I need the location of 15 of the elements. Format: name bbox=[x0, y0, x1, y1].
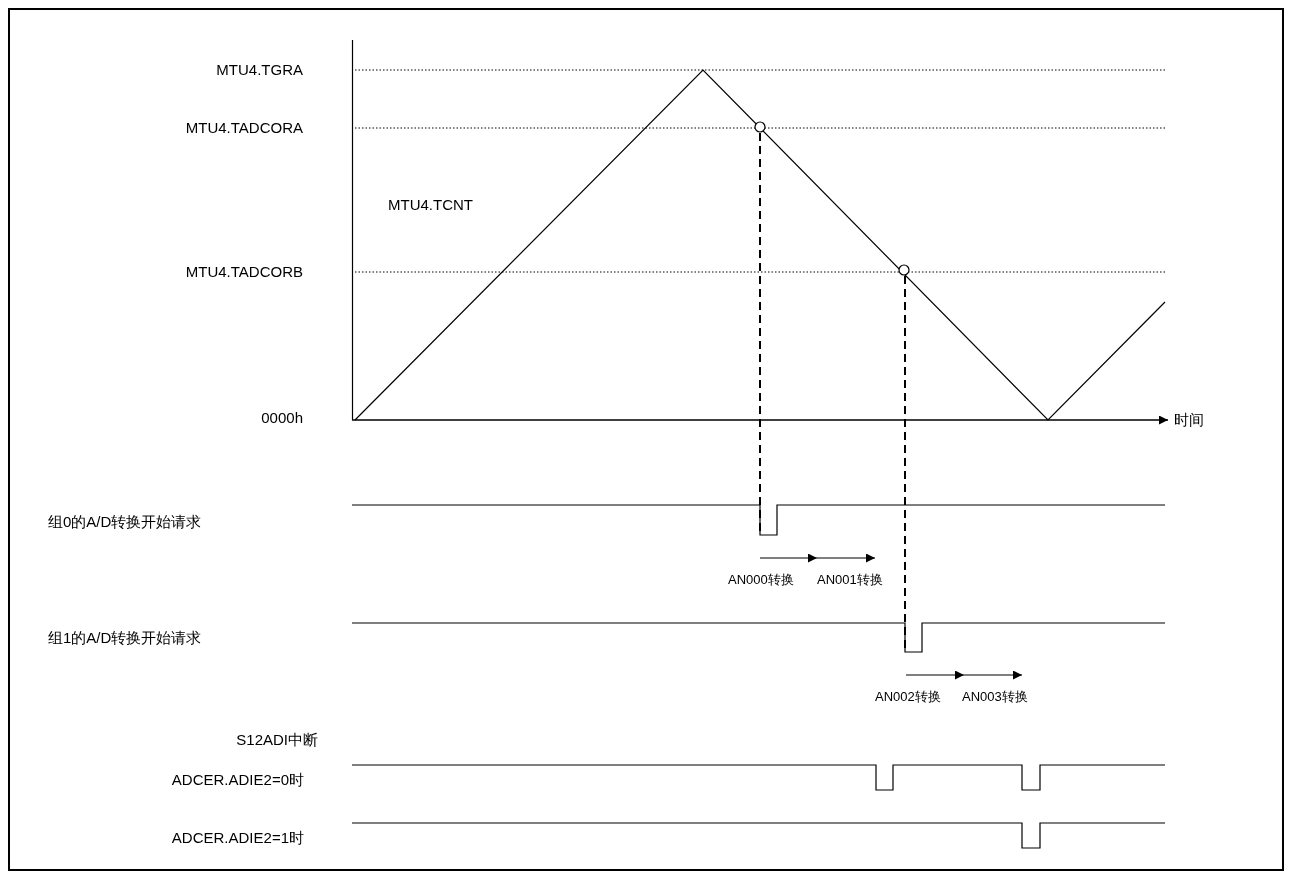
level-label: MTU4.TGRA bbox=[216, 61, 303, 79]
level-label: MTU4.TADCORA bbox=[185, 119, 303, 137]
conversion-label: AN003转换 bbox=[962, 689, 1028, 705]
level-label: 0000h bbox=[261, 409, 303, 427]
signal-label: S12ADI中断 bbox=[236, 731, 318, 749]
conversion-label: AN000转换 bbox=[728, 572, 794, 588]
conversion-label: AN002转换 bbox=[875, 689, 941, 705]
signal-label: ADCER.ADIE2=0时 bbox=[171, 771, 304, 789]
level-label: MTU4.TADCORB bbox=[185, 263, 303, 281]
signal-label: ADCER.ADIE2=1时 bbox=[171, 829, 304, 847]
signal-label: 组1的A/D转换开始请求 bbox=[48, 629, 202, 647]
conversion-label: AN001转换 bbox=[817, 572, 883, 588]
signal-label: 组0的A/D转换开始请求 bbox=[48, 513, 202, 531]
axis-label: 时间 bbox=[1174, 411, 1204, 429]
curve-label: MTU4.TCNT bbox=[388, 196, 473, 214]
